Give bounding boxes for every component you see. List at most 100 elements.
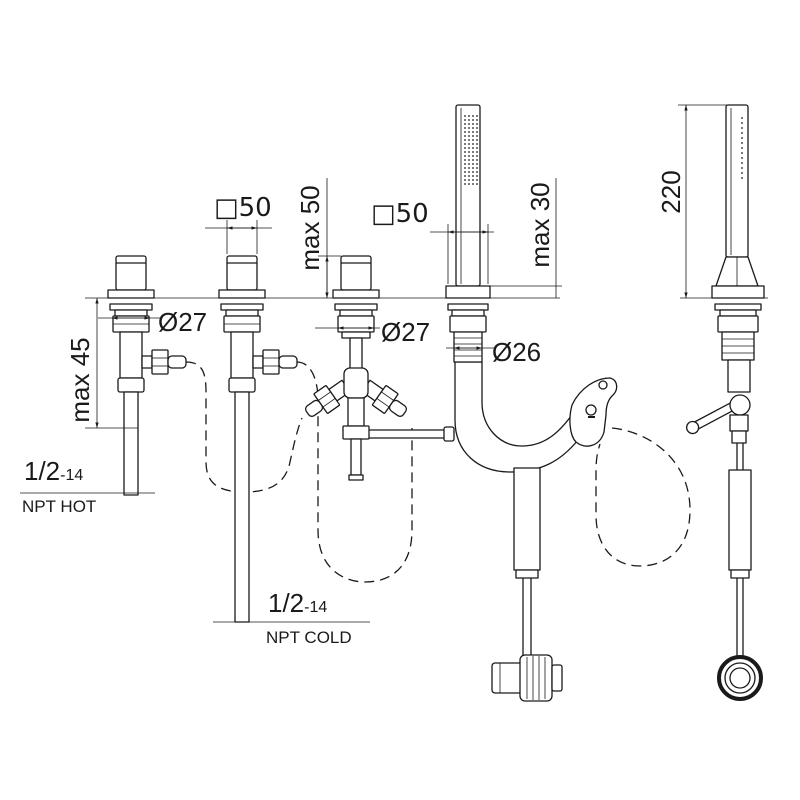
shower-base-flange: [445, 285, 491, 299]
cold-valve-washer: [225, 309, 259, 317]
spray-nozzle-dot: [464, 119, 466, 121]
hot-valve-body: [119, 331, 143, 379]
mixer-washer: [334, 303, 378, 311]
spray-nozzle-dot: [476, 123, 478, 125]
hot-valve-ring: [117, 377, 145, 393]
spray-nozzle-dot: [476, 159, 478, 161]
spray-nozzle-dot: [472, 171, 474, 173]
cold-valve-flange: [218, 289, 266, 299]
spray-nozzle-dot: [476, 131, 478, 133]
hex-line: [322, 398, 336, 408]
spray-nozzle-dot: [468, 143, 470, 145]
max50-label: max 50: [295, 185, 325, 270]
dia27-valve-label: Ø27: [158, 307, 207, 337]
mixer-handle: [340, 255, 372, 291]
spray-nozzle-dot: [476, 151, 478, 153]
spray-nozzle-dot: [464, 183, 466, 185]
spray-nozzle-dot: [741, 122, 743, 124]
spray-nozzle-dot: [741, 172, 743, 174]
fitting-stub: [167, 355, 187, 369]
spray-nozzle-dot: [464, 163, 466, 165]
spray-nozzle-dot: [464, 123, 466, 125]
side-washer: [714, 303, 762, 311]
shower-washer: [447, 303, 489, 311]
side-hex: [731, 430, 747, 444]
side-nut: [717, 315, 759, 333]
spray-nozzle-dot: [464, 151, 466, 153]
spray-nozzle-dot: [472, 155, 474, 157]
fitting-stub: [304, 399, 324, 417]
pipe-coupling-ring: [443, 426, 455, 442]
spray-nozzle-dot: [741, 167, 743, 169]
mixer-outlet-cap: [348, 474, 364, 481]
hot-supply-pipe: [123, 391, 139, 496]
side-washer: [719, 309, 757, 317]
spray-nozzle-dot: [472, 163, 474, 165]
spray-nozzle-dot: [472, 167, 474, 169]
spray-nozzle-dot: [468, 151, 470, 153]
dia26-label: Ø26: [492, 337, 541, 367]
spray-nozzle-dot: [468, 127, 470, 129]
spray-nozzle-dot: [472, 159, 474, 161]
max45-label: max 45: [65, 337, 95, 422]
spray-nozzle-dot: [476, 139, 478, 141]
dimension-labels: max 45 Ø27 □50 max 50 Ø27 □50 Ø26 max 30…: [22, 170, 686, 647]
mixer-flange: [332, 289, 380, 299]
hot-valve-washer: [109, 303, 153, 311]
spray-nozzle-dot: [468, 131, 470, 133]
hot-outlet-fitting: [141, 349, 187, 375]
mixer-outlet-stem: [350, 438, 362, 476]
cold-valve-handle: [226, 255, 258, 291]
side-shower-wand: [725, 104, 749, 258]
npt-cold-label: NPT COLD: [266, 628, 352, 647]
spray-nozzle-dot: [741, 157, 743, 159]
dimension-lines: [20, 104, 744, 623]
spray-nozzle-dot: [464, 115, 466, 117]
spray-nozzle-dot: [468, 115, 470, 117]
bracket-ring: [598, 380, 608, 390]
spray-nozzle-dots: [464, 115, 478, 185]
lever-knob: [685, 420, 700, 435]
spray-nozzle-dot: [476, 143, 478, 145]
fitting-hex-nut: [151, 349, 169, 375]
fitting-hex-nut: [262, 349, 280, 375]
spray-nozzle-dot: [464, 167, 466, 169]
spray-nozzle-dot: [464, 143, 466, 145]
sq50-shower-label: □50: [371, 199, 429, 229]
shower-nut: [449, 315, 487, 333]
spray-nozzle-dot: [468, 155, 470, 157]
spray-nozzle-dot: [468, 123, 470, 125]
cold-flex-hose: [296, 361, 413, 583]
brand-logo-mark: [585, 404, 597, 416]
fitting-stub: [278, 355, 298, 369]
mixer-lower-nut: [342, 425, 370, 440]
npt-cold-thread: -14: [304, 599, 327, 616]
spray-nozzle-dot: [464, 159, 466, 161]
spray-nozzle-dot: [741, 177, 743, 179]
spray-nozzle-dot: [468, 183, 470, 185]
cold-valve: [218, 255, 298, 623]
spray-nozzle-dot: [476, 163, 478, 165]
spray-nozzle-dot: [741, 137, 743, 139]
mixer-washer: [339, 309, 373, 317]
side-tube-ring: [730, 569, 750, 579]
shower-washer: [451, 309, 485, 317]
shower-pull-out-hose: [454, 361, 579, 473]
spray-nozzle-dot: [476, 179, 478, 181]
hex-line: [318, 391, 331, 401]
cold-valve-ring: [228, 377, 256, 393]
cold-valve-washer: [220, 303, 264, 311]
side-connector-ring: [724, 662, 756, 694]
spray-nozzle-dot: [472, 123, 474, 125]
spray-nozzle-dot: [468, 135, 470, 137]
spray-nozzle-dot: [464, 179, 466, 181]
spray-nozzle-dot: [468, 139, 470, 141]
spray-nozzle-dot: [472, 147, 474, 149]
spray-nozzle-dot: [468, 171, 470, 173]
tube-ring: [515, 569, 539, 579]
spray-nozzle-dot: [476, 167, 478, 169]
sq50-valve-label: □50: [214, 193, 272, 223]
spray-nozzle-dot: [741, 127, 743, 129]
mixer-stem: [349, 337, 363, 371]
spray-nozzle-dot: [476, 155, 478, 157]
